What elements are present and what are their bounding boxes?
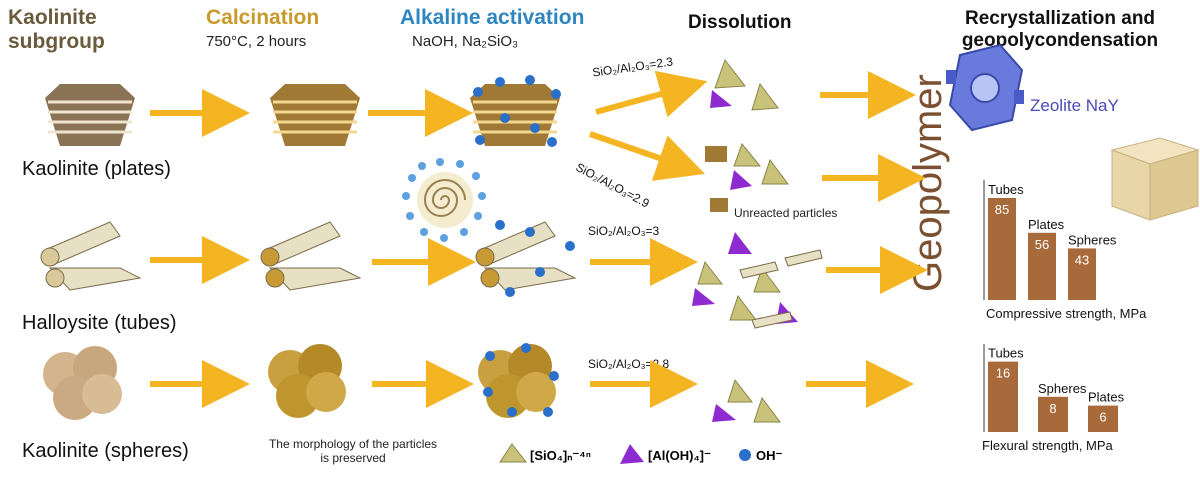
bar-category-label: Spheres (1068, 232, 1117, 247)
bar (1028, 232, 1056, 300)
header-alkaline-activation: Alkaline activation (400, 6, 585, 29)
bar-category-label: Plates (1088, 390, 1125, 405)
bar-value-label: 16 (996, 366, 1010, 381)
dissolution-products-plates (710, 58, 779, 111)
bar-value-label: 43 (1075, 252, 1089, 267)
bar (988, 361, 1018, 432)
note-line: The morphology of the particles (268, 437, 438, 451)
dissolution-products-spheres (712, 378, 781, 423)
arrows (150, 70, 928, 408)
bar-value-label: 6 (1099, 410, 1106, 425)
kaolinite-spheres-icon (43, 346, 122, 420)
header-dissolution: Dissolution (688, 12, 792, 33)
row-label-tubes: Halloysite (tubes) (22, 312, 177, 334)
bar-category-label: Tubes (988, 346, 1024, 361)
chart-title-flexural: Flexural strength, MPa (982, 438, 1113, 453)
zeolite-structure-icon (946, 43, 1024, 132)
legend-oh-icon (739, 449, 751, 461)
header-kaolinite-subgroup: Kaolinite subgroup (8, 6, 105, 54)
legend-oh-label: OH⁻ (756, 448, 783, 463)
header-line: geopolycondensation (961, 30, 1159, 51)
halloysite-tubes-icon (40, 221, 142, 291)
activated-spheres-icon (478, 343, 559, 418)
header-line: Recrystallization and (964, 8, 1156, 29)
bar-category-label: Plates (1028, 217, 1065, 232)
legend-sio4-label: [SiO₄]ₙ⁻⁴ⁿ (530, 448, 591, 463)
legend-aloh-icon (620, 444, 644, 464)
flexural-strength-chart: 16 Tubes 8 Spheres 6 Plates (983, 344, 1125, 432)
header-line: subgroup (8, 30, 105, 53)
calcined-spheres-icon (268, 344, 346, 418)
bar-value-label: 85 (995, 202, 1009, 217)
ratio-label: SiO₂/Al₂O₃=3 (588, 224, 660, 238)
chart-title-compressive: Compressive strength, MPa (986, 306, 1147, 321)
compressive-strength-chart: 85 Tubes 56 Plates 43 Spheres (983, 180, 1117, 300)
calcined-tubes-icon (260, 221, 362, 291)
note-line: is preserved (320, 451, 386, 465)
dissolution-products-2-9 (705, 143, 789, 212)
header-recrystallization: Recrystallization and geopolycondensatio… (930, 8, 1190, 52)
bar (1068, 248, 1096, 300)
activated-plates-icon (470, 75, 561, 147)
unreacted-particles-label: Unreacted particles (734, 206, 838, 220)
row-label-plates: Kaolinite (plates) (22, 158, 171, 180)
bar-value-label: 56 (1035, 237, 1049, 252)
bar (1038, 396, 1068, 432)
geopolymer-cube-icon (1110, 137, 1200, 221)
rolled-sheet-spiral-icon (402, 158, 486, 242)
arrow (595, 70, 708, 118)
bar-category-label: Tubes (988, 182, 1024, 197)
activation-reagents: NaOH, Na₂SiO₃ (412, 33, 519, 50)
bar-value-label: 8 (1049, 401, 1056, 416)
morphology-note: The morphology of the particles is prese… (258, 437, 448, 465)
calcined-plates-icon (270, 84, 360, 146)
kaolinite-plates-icon (45, 84, 135, 146)
activated-tubes-icon (475, 220, 577, 297)
dissolution-products-tubes (692, 232, 823, 329)
header-line: Kaolinite (8, 6, 97, 29)
zeolite-label: Zeolite NaY (1030, 96, 1119, 115)
bar (988, 198, 1016, 300)
row-label-spheres: Kaolinite (spheres) (22, 440, 189, 462)
bar-category-label: Spheres (1038, 381, 1087, 396)
legend-sio4-icon (499, 443, 528, 463)
arrow (589, 131, 706, 181)
bar (1088, 405, 1118, 432)
calcination-conditions: 750°C, 2 hours (206, 33, 307, 50)
ratio-label: SiO₂/Al₂O₃=2.8 (588, 357, 670, 371)
legend-aloh-label: [Al(OH)₄]⁻ (648, 448, 711, 463)
header-calcination: Calcination (206, 6, 320, 29)
